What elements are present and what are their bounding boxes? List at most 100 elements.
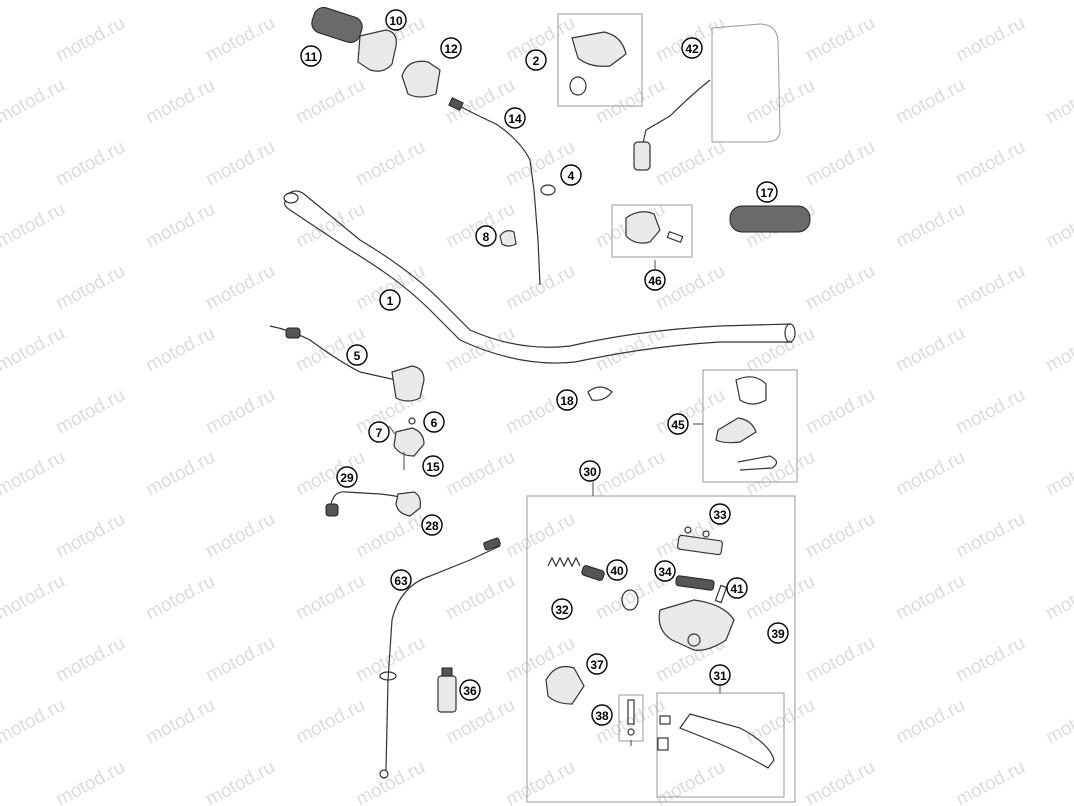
callout-label: 5 xyxy=(354,349,361,363)
callout-circle xyxy=(709,664,731,686)
mirror-mount xyxy=(633,141,651,171)
watermark-text: motod.ru xyxy=(292,571,368,625)
callout-label: 33 xyxy=(713,508,727,522)
handlebar-end-right xyxy=(784,323,796,343)
cable-end-14 xyxy=(448,97,464,111)
lever-45-perch xyxy=(715,417,757,444)
callout-33: 33 xyxy=(709,503,731,525)
watermark-text: motod.ru xyxy=(202,757,278,806)
callout-circle xyxy=(726,577,748,599)
watermark-text: motod.ru xyxy=(292,0,368,4)
callout-circle xyxy=(300,45,322,67)
fluid-bottle xyxy=(437,675,457,713)
grip-left xyxy=(311,7,363,43)
group-box-46 xyxy=(611,204,693,258)
callout-circle xyxy=(681,37,703,59)
cable-tie xyxy=(587,386,613,401)
watermark-text: motod.ru xyxy=(1042,0,1074,4)
group-box-30 xyxy=(526,495,796,803)
callout-34: 34 xyxy=(654,560,676,582)
watermark-text: motod.ru xyxy=(52,13,128,67)
callout-2: 2 xyxy=(525,49,547,71)
callout-circle xyxy=(336,466,358,488)
callout-label: 34 xyxy=(658,565,672,579)
callout-30: 30 xyxy=(579,460,601,482)
watermark-text: motod.ru xyxy=(742,0,818,4)
callout-label: 31 xyxy=(713,669,727,683)
watermark-text: motod.ru xyxy=(502,757,578,806)
watermark-text: motod.ru xyxy=(292,199,368,253)
part-41-pin xyxy=(714,584,728,604)
callout-circle xyxy=(385,9,407,31)
watermark-text: motod.ru xyxy=(202,261,278,315)
watermark-text: motod.ru xyxy=(652,385,728,439)
callout-circle xyxy=(440,37,462,59)
clutch-cable-grommet xyxy=(379,671,397,681)
watermark-text: motod.ru xyxy=(202,633,278,687)
watermark-text: motod.ru xyxy=(352,757,428,806)
watermark-text: motod.ru xyxy=(202,385,278,439)
callout-circle xyxy=(525,49,547,71)
pivot-bolt-38 xyxy=(627,699,635,725)
watermark-text: motod.ru xyxy=(592,75,668,129)
watermark-text: motod.ru xyxy=(802,385,878,439)
callout-circle xyxy=(346,344,368,366)
callout-circle xyxy=(606,559,628,581)
callout-label: 17 xyxy=(760,186,774,200)
watermark-text: motod.ru xyxy=(1042,75,1074,129)
callout-label: 6 xyxy=(431,416,438,430)
master-cylinder-port xyxy=(687,633,701,647)
callout-label: 32 xyxy=(555,603,569,617)
watermark-text: motod.ru xyxy=(202,13,278,67)
watermark-text: motod.ru xyxy=(952,13,1028,67)
switch-cable xyxy=(269,325,397,381)
watermark-text: motod.ru xyxy=(1042,571,1074,625)
watermark-text: motod.ru xyxy=(142,695,218,749)
part-7-clamp xyxy=(393,427,425,457)
callout-label: 38 xyxy=(595,709,609,723)
clutch-switch-body xyxy=(395,491,421,517)
watermark-text: motod.ru xyxy=(952,385,1028,439)
callout-label: 30 xyxy=(583,465,597,479)
throttle-cable xyxy=(455,103,541,286)
watermark-text: motod.ru xyxy=(952,633,1028,687)
callout-10: 10 xyxy=(385,9,407,31)
callout-41: 41 xyxy=(726,577,748,599)
watermark-text: motod.ru xyxy=(442,571,518,625)
callout-label: 36 xyxy=(463,684,477,698)
watermark-text: motod.ru xyxy=(52,633,128,687)
grip-right xyxy=(729,205,811,233)
watermark-text: motod.ru xyxy=(0,571,69,625)
watermark-text: motod.ru xyxy=(802,633,878,687)
watermark-text: motod.ru xyxy=(0,447,69,501)
callout-14: 14 xyxy=(504,107,526,129)
watermark-text: motod.ru xyxy=(892,0,968,4)
watermark-text: motod.ru xyxy=(652,137,728,191)
throttle-housing xyxy=(357,29,397,72)
screw-33-a xyxy=(684,526,692,534)
callout-32: 32 xyxy=(551,598,573,620)
callout-38: 38 xyxy=(591,704,613,726)
lever-31-pin xyxy=(659,715,671,725)
watermark-text: motod.ru xyxy=(892,571,968,625)
callout-label: 37 xyxy=(590,658,604,672)
watermark-text: motod.ru xyxy=(142,571,218,625)
watermark-text: motod.ru xyxy=(0,199,69,253)
callout-label: 4 xyxy=(568,169,575,183)
watermark-text: motod.ru xyxy=(742,447,818,501)
clamp-37 xyxy=(545,665,585,705)
watermark-text: motod.ru xyxy=(742,695,818,749)
watermark-text: motod.ru xyxy=(0,695,69,749)
callout-42: 42 xyxy=(681,37,703,59)
watermark-text: motod.ru xyxy=(0,323,69,377)
part-4-ring xyxy=(540,184,556,196)
lever-45-blade xyxy=(737,455,778,471)
clutch-cable-tip xyxy=(379,769,389,779)
piston-32 xyxy=(581,565,605,581)
callout-label: 7 xyxy=(376,426,383,440)
watermark-text: motod.ru xyxy=(892,447,968,501)
watermark-text: motod.ru xyxy=(802,757,878,806)
watermark-text: motod.ru xyxy=(802,509,878,563)
watermark-text: motod.ru xyxy=(142,199,218,253)
